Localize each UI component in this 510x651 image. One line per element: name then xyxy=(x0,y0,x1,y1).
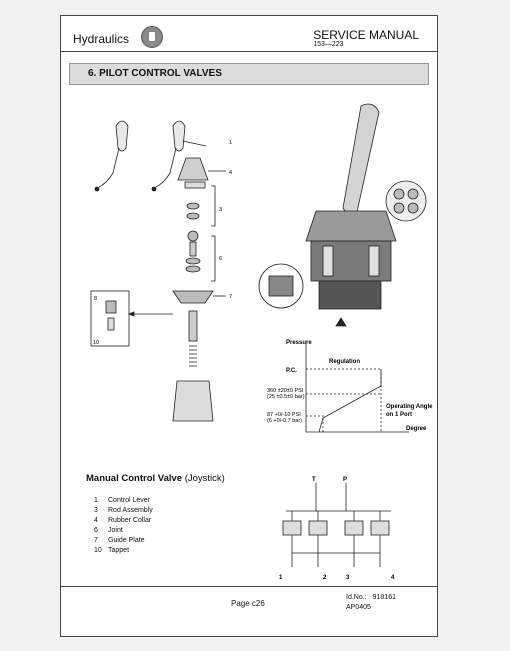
caption-title: Manual Control Valve xyxy=(86,473,183,484)
id-label: Id.No.: xyxy=(346,594,367,601)
footer-divider xyxy=(61,586,437,587)
callout-8: 8 xyxy=(94,296,97,302)
manual-page: Hydraulics SERVICE MANUAL 153—223 6. PIL… xyxy=(60,15,438,637)
callout-7: 7 xyxy=(229,294,232,300)
callout-6: 6 xyxy=(219,256,222,262)
schematic-detail: T P 1 2 3 4 xyxy=(279,477,395,581)
id-value: 918161 xyxy=(372,594,396,601)
doc-code: AP0405 xyxy=(346,604,371,611)
callout-10: 10 xyxy=(93,340,99,346)
caption-subtitle: (Joystick) xyxy=(184,473,225,484)
section-bar: 6. PILOT CONTROL VALVES xyxy=(69,63,429,85)
port-4: 4 xyxy=(391,575,395,581)
port-3: 3 xyxy=(346,575,350,581)
manual-title-block: SERVICE MANUAL 153—223 xyxy=(313,28,419,48)
schematic-p: P xyxy=(343,477,347,483)
manual-title: SERVICE MANUAL xyxy=(313,28,419,42)
schematic-t: T xyxy=(312,477,316,483)
section-name: Hydraulics xyxy=(73,32,130,46)
graph-p-low-bar: (6 +0/-0.7 bar) xyxy=(267,418,302,424)
document-id: Id.No.: 918161 AP0405 xyxy=(346,593,396,613)
pressure-graph xyxy=(305,344,409,433)
callout-1: 1 xyxy=(229,140,232,146)
callout-4: 4 xyxy=(229,170,232,176)
port-1: 1 xyxy=(279,575,283,581)
graph-pc-label: P.C. xyxy=(286,368,297,374)
graph-on-port: on 1 Port xyxy=(386,412,412,418)
graph-operating-angle: Operating Angle xyxy=(386,404,433,410)
callout-3: 3 xyxy=(219,207,222,213)
exploded-view-drawing xyxy=(90,120,226,422)
graph-p-high: 360 ±20±0 PSI xyxy=(267,388,304,394)
graph-regulation-label: Regulation xyxy=(329,359,360,365)
model-range: 153—223 xyxy=(313,41,344,48)
graph-pressure-label: Pressure xyxy=(286,340,312,346)
technical-drawings: 1 4 3 6 7 8 10 xyxy=(90,103,433,433)
section-title: 6. PILOT CONTROL VALVES xyxy=(88,68,222,79)
header-divider xyxy=(61,51,437,52)
cutaway-valve-drawing xyxy=(258,103,427,327)
port-2: 2 xyxy=(323,575,327,581)
graph-p-low: 87 +0/-10 PSI xyxy=(267,412,301,418)
page-number: Page c26 xyxy=(231,599,265,608)
graph-p-high-bar: (25 ±0.5±0 bar) xyxy=(267,394,305,400)
figure-caption: Manual Control Valve (Joystick) xyxy=(86,473,225,484)
brand-logo xyxy=(141,26,163,48)
graph-degree: Degree xyxy=(406,426,427,432)
